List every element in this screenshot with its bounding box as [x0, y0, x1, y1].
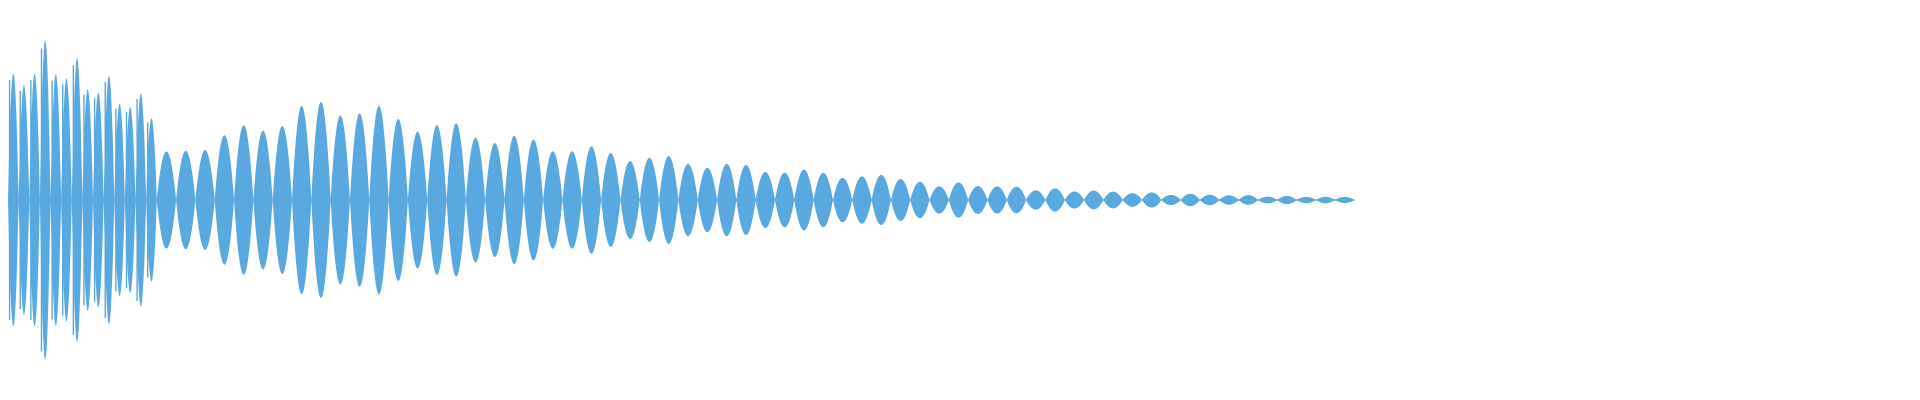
audio-waveform: [8, 40, 1355, 360]
waveform-view: [8, 40, 1355, 360]
